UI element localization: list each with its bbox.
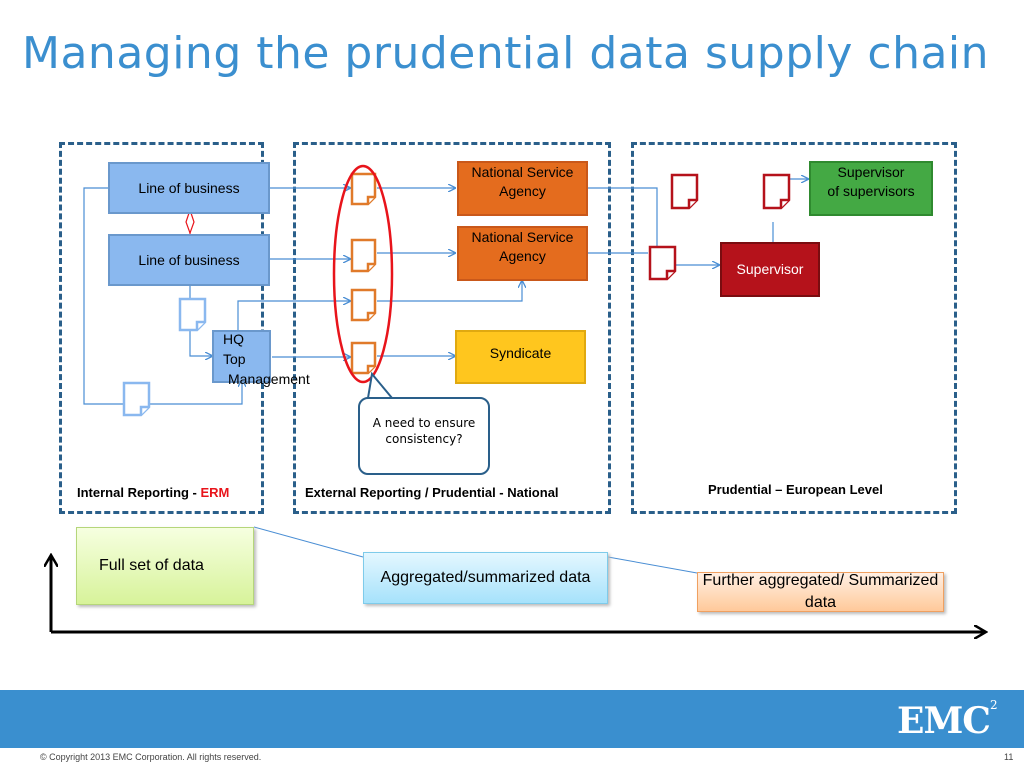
hq-label: HQ Top Management (223, 331, 310, 387)
panel-label-external: External Reporting / Prudential - Nation… (305, 485, 559, 500)
document-icon (350, 172, 377, 375)
document-icon (648, 173, 791, 281)
panel-label-european: Prudential – European Level (708, 482, 883, 497)
copyright-text: © Copyright 2013 EMC Corporation. All ri… (40, 752, 262, 762)
red-ellipse-highlight (332, 164, 394, 384)
page-title: Managing the prudential data supply chai… (22, 28, 990, 79)
panel-european-level (631, 142, 957, 514)
emc-logo: EMC2 (897, 698, 998, 742)
consistency-callout: A need to ensure consistency? (358, 397, 490, 475)
line-of-business-node: Line of business (108, 234, 270, 286)
hq-top-management-node (212, 330, 271, 383)
level-aggregated: Aggregated/summarized data (363, 552, 608, 604)
national-service-agency-node: National Service Agency (457, 226, 588, 281)
national-service-agency-node: National Service Agency (457, 161, 588, 216)
document-icon (122, 297, 207, 417)
supervisor-node: Supervisor (720, 242, 820, 297)
line-of-business-node: Line of business (108, 162, 270, 214)
panel-external-reporting (293, 142, 611, 514)
syndicate-node: Syndicate (455, 330, 586, 384)
page-number: 11 (1004, 752, 1014, 762)
supervisor-of-supervisors-node: Supervisor of supervisors (809, 161, 933, 216)
panel-internal-reporting (59, 142, 264, 514)
erm-highlight: ERM (200, 485, 230, 500)
level-further-aggregated: Further aggregated/ Summarized data (697, 572, 944, 612)
footer-bar (0, 690, 1024, 748)
panel-label-internal: Internal Reporting - ERM (77, 485, 230, 500)
level-full-set: Full set of data (76, 527, 254, 605)
